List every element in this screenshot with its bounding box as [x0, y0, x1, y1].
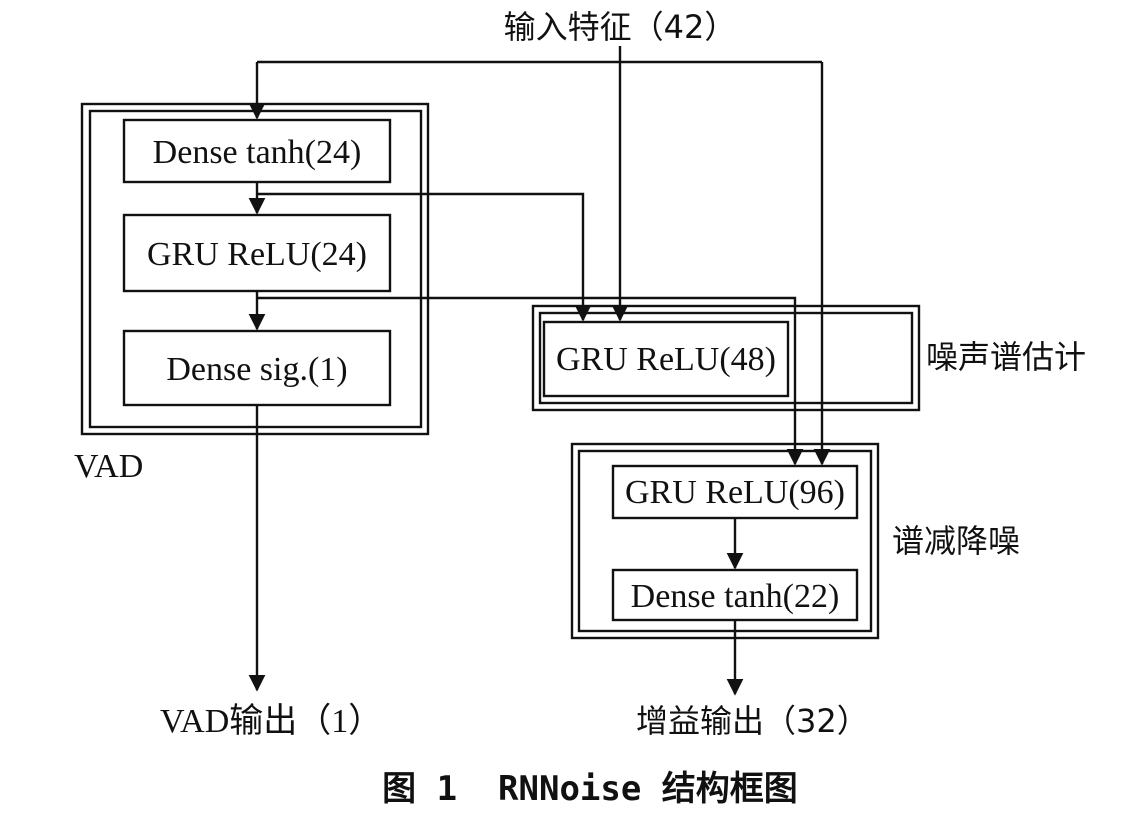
vad-group-label: VAD: [74, 448, 143, 485]
connections: [248, 46, 831, 696]
noise-estimation-label: 噪声谱估计: [926, 338, 1086, 376]
figure-caption: 图 1 RNNoise 结构框图: [382, 769, 798, 809]
noise-gru-relu-node: GRU ReLU(48): [542, 320, 790, 398]
vad-gru-relu-label: GRU ReLU(24): [147, 236, 367, 273]
vad-dense-to-noise-gru-line: [257, 192, 592, 322]
vad-dense-sig-node: Dense sig.(1): [122, 329, 392, 407]
vad-dense-tanh-label: Dense tanh(24): [153, 134, 362, 171]
vad-dense-tanh-node: Dense tanh(24): [122, 118, 392, 184]
denoise-gru-relu-label: GRU ReLU(96): [625, 474, 845, 511]
vad-dense-sig-label: Dense sig.(1): [166, 351, 347, 388]
denoise-dense-tanh-label: Dense tanh(22): [631, 578, 840, 615]
vad-gru-to-denoise-gru-line: [257, 296, 804, 466]
vad-gru-relu-node: GRU ReLU(24): [122, 213, 392, 293]
spectral-subtraction-label: 谱减降噪: [892, 522, 1020, 560]
vad-output-label: VAD输出（1）: [160, 702, 382, 740]
spectral-subtraction-group: [570, 442, 880, 640]
denoise-gru-relu-node: GRU ReLU(96): [611, 464, 859, 520]
noise-estimation-group: [531, 304, 921, 412]
noise-gru-relu-label: GRU ReLU(48): [556, 341, 776, 378]
input-features-label: 输入特征（42）: [504, 8, 737, 46]
gain-output-label: 增益输出（32）: [636, 702, 869, 740]
denoise-dense-tanh-node: Dense tanh(22): [611, 568, 859, 622]
